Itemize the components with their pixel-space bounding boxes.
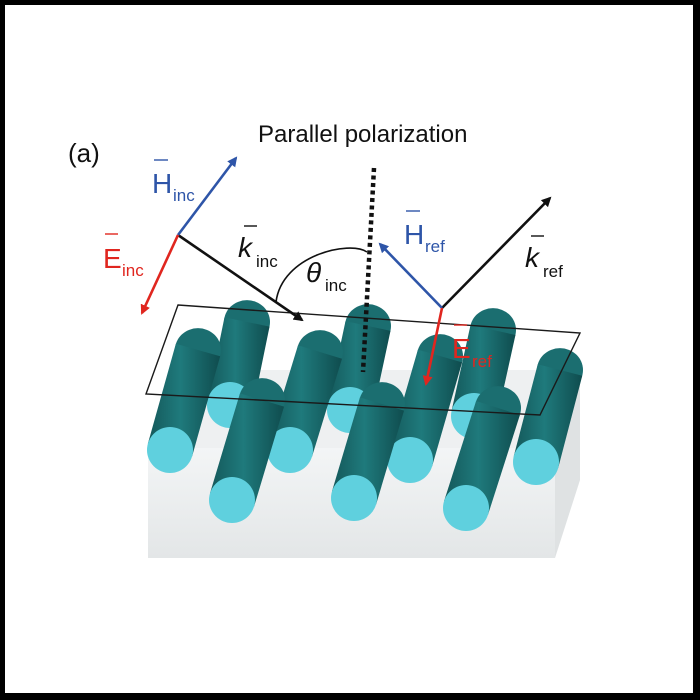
nanorod-cap — [267, 427, 313, 473]
svg-text:E: E — [103, 243, 122, 274]
h-inc-arrow — [176, 156, 238, 236]
interface-plane — [145, 304, 582, 416]
k-ref-label: k ref — [525, 235, 563, 281]
nanorod-body — [387, 349, 463, 467]
e-inc-label: E inc — [103, 233, 144, 280]
h-ref-label: H ref — [404, 210, 445, 256]
svg-text:H: H — [404, 219, 424, 250]
svg-text:inc: inc — [325, 276, 347, 295]
polarization-diagram: (a) Parallel polarization H inc E inc k … — [68, 121, 583, 558]
k-inc-arrow — [177, 233, 304, 322]
svg-text:inc: inc — [122, 261, 144, 280]
svg-text:ref: ref — [425, 237, 445, 256]
svg-text:inc: inc — [256, 252, 278, 271]
svg-text:inc: inc — [173, 186, 195, 205]
nanorod — [267, 330, 343, 473]
nanorod — [387, 334, 463, 483]
svg-text:E: E — [452, 333, 471, 364]
svg-text:k: k — [525, 242, 541, 273]
nanorod — [147, 328, 221, 473]
nanorod-cap — [147, 427, 193, 473]
h-inc-label: H inc — [152, 159, 195, 205]
svg-text:ref: ref — [543, 262, 563, 281]
nanorod-cap — [387, 437, 433, 483]
h-ref-arrow — [378, 242, 443, 309]
diagram-title: Parallel polarization — [258, 121, 467, 148]
nanorod-cap — [513, 439, 559, 485]
nanorod-cap — [331, 475, 377, 521]
theta-arc — [275, 247, 368, 303]
svg-text:ref: ref — [472, 352, 492, 371]
nanorod — [209, 378, 285, 523]
theta-inc-label: θ inc — [306, 257, 347, 295]
e-ref-arrow — [422, 307, 444, 386]
k-ref-arrow — [441, 196, 552, 309]
e-inc-arrow — [140, 234, 180, 315]
nanorod — [513, 348, 583, 485]
nanorod — [331, 382, 405, 521]
k-inc-label: k inc — [238, 225, 278, 271]
svg-text:k: k — [238, 232, 254, 263]
svg-text:θ: θ — [306, 257, 321, 288]
svg-text:H: H — [152, 168, 172, 199]
e-ref-label: E ref — [452, 324, 492, 371]
nanorod-cap — [209, 477, 255, 523]
nanorod-cap — [443, 485, 489, 531]
figure-frame: (a) Parallel polarization H inc E inc k … — [5, 5, 693, 693]
panel-label: (a) — [68, 138, 100, 168]
nanorod — [443, 386, 521, 531]
